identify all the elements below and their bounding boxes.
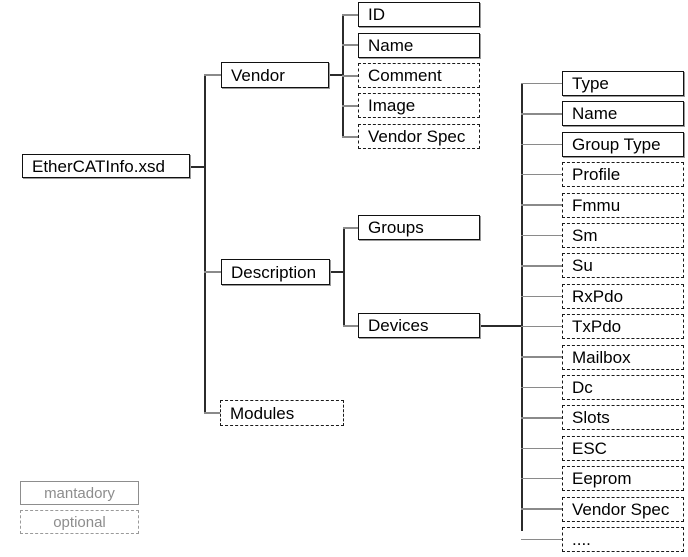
node-device-name[interactable]: Name [562, 101, 684, 127]
node-device-rxpdo[interactable]: RxPdo [562, 283, 684, 309]
node-label: Sm [572, 226, 598, 245]
node-label: Profile [572, 165, 621, 185]
edge-vendor-to-comment [342, 75, 359, 77]
edge-root-trunk [204, 75, 206, 414]
node-label: Vendor [231, 65, 285, 85]
node-device-slots[interactable]: Slots [562, 405, 684, 431]
node-device-esc[interactable]: ESC [562, 435, 684, 461]
node-label: Name [572, 104, 618, 124]
edge-root-to-vendor [204, 74, 221, 76]
node-label: Su [572, 256, 593, 276]
edge-devices-to-rxpdo [521, 295, 562, 298]
edge-devices-to-vendor-spec [521, 508, 562, 510]
node-vendor-image[interactable]: Image [358, 93, 480, 118]
node-device-sm[interactable]: Sm [562, 223, 684, 248]
edge-devices-stub [480, 325, 523, 327]
node-device-txpdo[interactable]: TxPdo [562, 314, 684, 340]
edge-devices-to-eeprom [521, 477, 562, 480]
edge-devices-to-mailbox [521, 356, 562, 358]
node-label: Groups [368, 218, 424, 237]
node-label: Eeprom [572, 469, 632, 489]
node-label: Comment [368, 66, 442, 85]
legend-label: optional [53, 513, 106, 531]
edge-devices-to-profile [521, 173, 562, 176]
edge-vendor-to-id [342, 14, 359, 16]
node-label: Mailbox [572, 347, 631, 367]
node-label: EtherCATInfo.xsd [32, 156, 165, 176]
node-label: .... [572, 530, 591, 549]
node-label: Slots [572, 408, 610, 428]
node-label: Fmmu [572, 195, 621, 215]
edge-description-to-groups [343, 227, 359, 229]
edge-root-to-modules [204, 412, 221, 414]
legend-mandatory: mantadory [20, 481, 139, 505]
legend-label: mantadory [44, 484, 115, 502]
node-ethercatinfo-xsd[interactable]: EtherCATInfo.xsd [22, 154, 190, 178]
node-label: Vendor Spec [572, 499, 670, 519]
edge-vendor-stub [328, 74, 344, 76]
edge-devices-to-sm [521, 234, 562, 237]
node-label: TxPdo [572, 317, 622, 337]
node-label: RxPdo [572, 286, 624, 306]
node-device-vendor-spec[interactable]: Vendor Spec [562, 496, 684, 522]
legend-optional: optional [20, 510, 139, 534]
node-label: Image [368, 96, 416, 115]
edge-devices-to-dc [521, 386, 562, 389]
node-devices[interactable]: Devices [358, 313, 480, 338]
node-label: Type [572, 74, 609, 93]
node-device-type[interactable]: Type [562, 71, 684, 96]
edge-devices-to-group-type [521, 143, 562, 146]
edge-root-stub [190, 166, 206, 168]
node-device-ellipsis[interactable]: .... [562, 527, 684, 552]
edge-devices-to- [521, 538, 562, 541]
node-device-group-type[interactable]: Group Type [562, 131, 684, 157]
node-label: Description [231, 262, 317, 282]
edge-description-to-devices [343, 325, 359, 327]
node-description[interactable]: Description [221, 259, 330, 285]
node-label: ESC [572, 438, 607, 458]
node-device-mailbox[interactable]: Mailbox [562, 344, 684, 370]
node-device-dc[interactable]: Dc [562, 375, 684, 400]
edge-devices-to-txpdo [521, 325, 562, 328]
node-groups[interactable]: Groups [358, 215, 480, 240]
edge-devices-to-fmmu [521, 204, 562, 206]
edge-devices-to-su [521, 265, 562, 267]
edge-vendor-to-name [342, 44, 359, 46]
edge-devices-to-name [521, 113, 562, 115]
node-device-fmmu[interactable]: Fmmu [562, 192, 684, 218]
node-label: Name [368, 36, 414, 55]
node-device-su[interactable]: Su [562, 253, 684, 279]
edge-description-trunk [343, 227, 345, 326]
node-vendor-vendor-spec[interactable]: Vendor Spec [358, 124, 480, 149]
edge-vendor-to-vendorspec [342, 136, 359, 138]
edge-devices-to-type [521, 82, 562, 85]
node-vendor-comment[interactable]: Comment [358, 63, 480, 88]
edge-root-to-description [204, 271, 221, 273]
node-device-profile[interactable]: Profile [562, 162, 684, 188]
node-label: Group Type [572, 134, 661, 154]
node-modules[interactable]: Modules [220, 400, 344, 426]
node-label: Dc [572, 378, 593, 397]
node-device-eeprom[interactable]: Eeprom [562, 466, 684, 492]
node-vendor[interactable]: Vendor [221, 62, 329, 88]
node-vendor-name[interactable]: Name [358, 33, 480, 58]
node-label: Vendor Spec [368, 127, 466, 146]
node-label: Devices [368, 316, 429, 335]
edge-vendor-to-image [342, 105, 359, 107]
node-label: ID [368, 5, 385, 24]
edge-devices-to-slots [521, 417, 562, 419]
node-label: Modules [230, 403, 295, 423]
node-vendor-id[interactable]: ID [358, 2, 480, 27]
edge-description-stub [329, 271, 345, 273]
edge-devices-trunk [521, 83, 523, 531]
edge-devices-to-esc [521, 447, 562, 450]
